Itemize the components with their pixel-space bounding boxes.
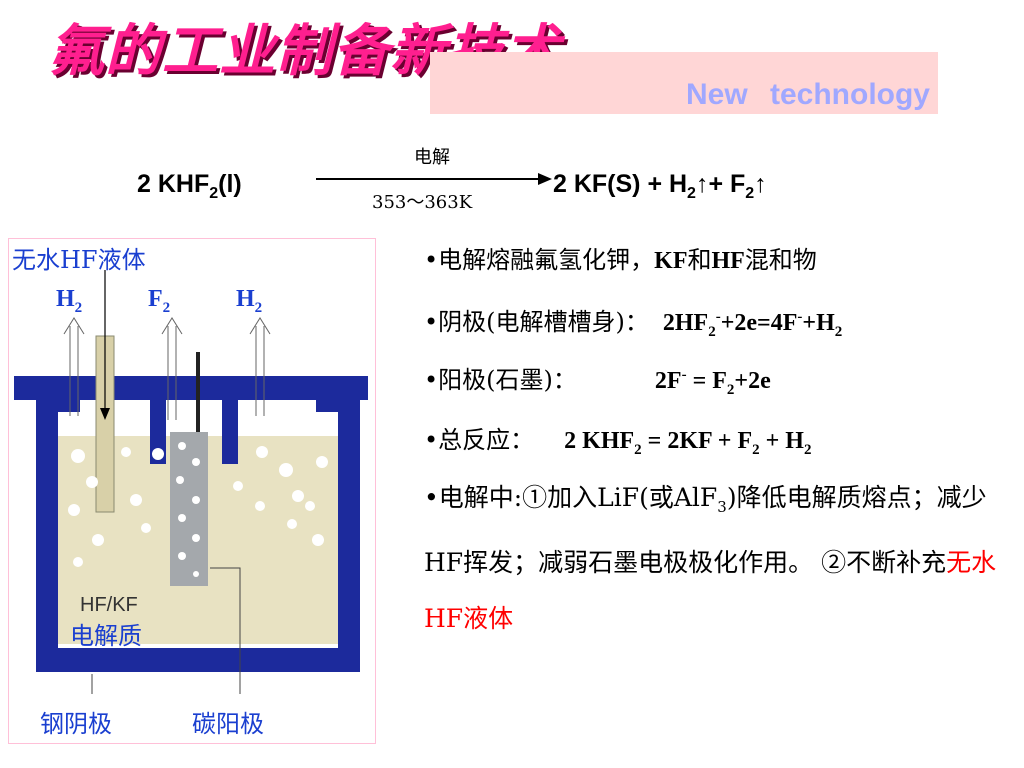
point-cathode: •阴极(电解槽槽身)：2HF2-+2e=4F-+H2 <box>424 308 843 340</box>
point-anode: •阳极(石墨)：2F- = F2+2e <box>424 366 771 398</box>
lid-flange-right <box>316 400 360 412</box>
diagram-frame <box>8 238 376 744</box>
anhydrous-hf-highlight: 无水HF液体 <box>424 548 997 633</box>
equation-right: 2 KF(S) + H2↑+ F2↑ <box>553 170 767 202</box>
gas-skirt-left <box>150 400 166 464</box>
label-f2: F2 <box>148 286 171 316</box>
h2-outlet-right <box>249 317 271 416</box>
gas-skirt-right <box>222 400 238 464</box>
label-h2-right: H2 <box>236 286 263 316</box>
label-steel-cathode: 钢阴极 <box>40 710 112 738</box>
subtitle: New technology <box>685 78 930 111</box>
cell-lid <box>14 376 368 400</box>
condition-top: 电解 <box>414 147 450 168</box>
label-h2-left: H2 <box>56 286 83 316</box>
anode-pointer-line <box>210 567 241 694</box>
point-overall: •总反应：2 KHF2 = 2KF + F2 + H2 <box>424 426 812 458</box>
point-electrolysis: •电解熔融氟氢化钾，KF和HF混和物 <box>424 246 817 274</box>
hf-feed-arrow <box>100 408 110 420</box>
equation-left: 2 KHF2(l) <box>137 170 242 202</box>
point-notes: •电解中:①加入LiF(或AlF3)降低电解质熔点；减少HF挥发；减弱石墨电极极… <box>424 483 997 633</box>
label-hf-kf: HF/KF <box>80 594 138 616</box>
anode-lead <box>196 352 200 436</box>
anode-bubbles <box>176 442 200 577</box>
electrolysis-cell-diagram <box>14 270 368 694</box>
h2-outlet-left <box>63 317 85 416</box>
label-anhydrous-hf: 无水HF液体 <box>12 246 146 274</box>
label-carbon-anode: 碳阳极 <box>192 710 264 738</box>
carbon-anode <box>170 432 208 586</box>
reaction-arrow <box>316 173 552 185</box>
lid-flange-left <box>36 400 80 412</box>
f2-outlet <box>161 317 183 420</box>
label-electrolyte: 电解质 <box>70 622 142 650</box>
condition-bottom: 353～363K <box>372 192 473 213</box>
subtitle-banner: New technology <box>430 52 938 114</box>
electrolyte-bubbles <box>68 446 328 567</box>
